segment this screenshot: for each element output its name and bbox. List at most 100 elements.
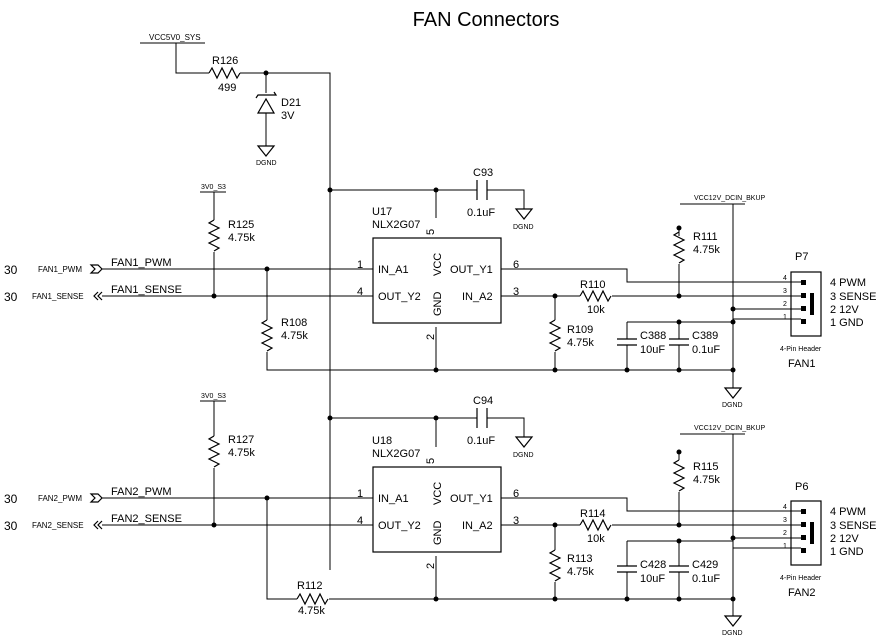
schematic-title: FAN Connectors [413, 9, 560, 31]
svg-text:3V0_S3: 3V0_S3 [201, 393, 226, 400]
ic-u17: U17 NLX2G07 IN_A1 OUT_Y2 OUT_Y1 IN_A2 VC… [357, 206, 519, 340]
svg-text:4.75k: 4.75k [567, 566, 594, 578]
fan2-sense-port: FAN2_SENSE [32, 520, 103, 530]
svg-text:P6: P6 [795, 481, 808, 493]
svg-text:3: 3 [783, 288, 787, 295]
svg-text:0.1uF: 0.1uF [692, 573, 720, 585]
svg-text:4 PWM: 4 PWM [830, 506, 866, 518]
svg-text:P7: P7 [795, 251, 808, 263]
svg-text:6: 6 [513, 259, 519, 271]
svg-text:4-Pin Header: 4-Pin Header [780, 346, 822, 353]
svg-text:5: 5 [425, 229, 437, 235]
ic-u18: U18 NLX2G07 IN_A1 OUT_Y2 OUT_Y1 IN_A2 VC… [357, 435, 519, 569]
resistor-r115: R115 4.75k [672, 459, 720, 492]
u18-part: NLX2G07 [372, 448, 420, 460]
svg-text:0.1uF: 0.1uF [692, 344, 720, 356]
svg-text:R127: R127 [228, 434, 254, 446]
svg-text:4.75k: 4.75k [228, 447, 255, 459]
svg-text:1: 1 [783, 543, 787, 550]
svg-text:3 SENSE: 3 SENSE [830, 291, 876, 303]
resistor-r126: R126 499 [208, 55, 241, 94]
svg-text:3 SENSE: 3 SENSE [830, 520, 876, 532]
svg-text:4-Pin Header: 4-Pin Header [780, 575, 822, 582]
svg-text:C389: C389 [692, 330, 718, 342]
svg-text:IN_A1: IN_A1 [378, 493, 409, 505]
svg-text:3: 3 [513, 286, 519, 298]
svg-text:R108: R108 [281, 317, 307, 329]
svg-text:OUT_Y2: OUT_Y2 [378, 291, 421, 303]
svg-text:DGND: DGND [513, 224, 534, 231]
svg-text:4: 4 [783, 504, 787, 511]
svg-text:DGND: DGND [722, 630, 743, 637]
svg-text:4: 4 [783, 275, 787, 282]
fan2-channel: C94 0.1uF DGND U18 NLX2G07 IN_A1 OUT_Y2 … [4, 393, 876, 637]
capacitor-c428: C428 10uF [617, 559, 666, 585]
svg-text:2 12V: 2 12V [830, 533, 859, 545]
svg-text:4.75k: 4.75k [693, 474, 720, 486]
svg-text:R112: R112 [297, 580, 322, 592]
svg-text:4: 4 [357, 286, 363, 298]
svg-text:FAN2_PWM: FAN2_PWM [38, 494, 82, 503]
resistor-r108: R108 4.75k [260, 317, 308, 352]
svg-text:FAN2_SENSE: FAN2_SENSE [32, 521, 84, 530]
svg-text:2: 2 [783, 530, 787, 537]
r126-ref: R126 [212, 55, 238, 67]
u17-part: NLX2G07 [372, 219, 420, 231]
dgnd-symbol-c94: DGND [513, 436, 534, 459]
svg-text:R114: R114 [580, 508, 605, 520]
fan2-header-p6: P6 4 3 2 1 4 PWM 3 SENSE 2 12V 1 GND 4-P… [780, 481, 876, 599]
svg-text:FAN2: FAN2 [788, 587, 816, 599]
svg-text:4.75k: 4.75k [693, 244, 720, 256]
svg-text:VCC12V_DCIN_BKUP: VCC12V_DCIN_BKUP [694, 195, 766, 202]
resistor-r112: R112 4.75k [296, 580, 329, 617]
capacitor-c389: C389 0.1uF [669, 330, 720, 356]
svg-text:C388: C388 [640, 330, 666, 342]
svg-text:R125: R125 [228, 219, 254, 231]
svg-text:4.75k: 4.75k [228, 232, 255, 244]
svg-text:C429: C429 [692, 559, 718, 571]
svg-text:6: 6 [513, 488, 519, 500]
resistor-r125: R125 4.75k [207, 219, 255, 252]
c93-value: 0.1uF [467, 207, 495, 219]
svg-text:FAN1: FAN1 [788, 358, 816, 370]
fan1-header-p7: P7 4 3 2 1 4 PWM 3 SENSE 2 12V 1 GND 4-P… [780, 251, 876, 370]
capacitor-c388: C388 10uF [617, 330, 666, 356]
fan2-pwm-port: FAN2_PWM [38, 493, 103, 503]
vcc5v0-sys-label: VCC5V0_SYS [149, 33, 201, 42]
resistor-r114: R114 10k [579, 508, 612, 545]
c94-value: 0.1uF [467, 435, 495, 447]
fan1-pwm-port: FAN1_PWM [38, 264, 103, 274]
svg-text:IN_A2: IN_A2 [462, 291, 493, 303]
dgnd-symbol-d21: DGND [256, 145, 277, 167]
svg-text:3V0_S3: 3V0_S3 [201, 184, 226, 191]
c93-ref: C93 [473, 167, 493, 179]
u17-ref: U17 [372, 206, 392, 218]
svg-text:2: 2 [425, 563, 437, 569]
svg-text:1: 1 [357, 488, 363, 500]
fan1-pwm-net: FAN1_PWM [111, 257, 172, 269]
fan1-pwm-page-ref: 30 [4, 263, 18, 277]
svg-text:DGND: DGND [513, 452, 534, 459]
svg-text:R111: R111 [693, 231, 718, 243]
dgnd-symbol-c93: DGND [513, 208, 534, 231]
resistor-r109: R109 4.75k [548, 319, 594, 352]
svg-text:GND: GND [432, 292, 444, 317]
capacitor-c93: C93 0.1uF [467, 167, 495, 219]
svg-text:3: 3 [513, 515, 519, 527]
svg-text:10k: 10k [587, 533, 605, 545]
svg-text:OUT_Y1: OUT_Y1 [450, 264, 493, 276]
dgnd-symbol-fan2: DGND [722, 615, 743, 637]
svg-text:1 GND: 1 GND [830, 317, 864, 329]
svg-text:1: 1 [783, 314, 787, 321]
svg-text:4: 4 [357, 515, 363, 527]
zener-diode-d21: D21 3V [255, 91, 301, 122]
svg-text:4.75k: 4.75k [567, 337, 594, 349]
svg-text:FAN1_PWM: FAN1_PWM [38, 265, 82, 274]
svg-text:10uF: 10uF [640, 573, 665, 585]
r126-value: 499 [218, 82, 236, 94]
svg-text:DGND: DGND [256, 160, 277, 167]
svg-text:OUT_Y1: OUT_Y1 [450, 493, 493, 505]
resistor-r110: R110 10k [579, 279, 612, 316]
svg-text:4.75k: 4.75k [281, 330, 308, 342]
